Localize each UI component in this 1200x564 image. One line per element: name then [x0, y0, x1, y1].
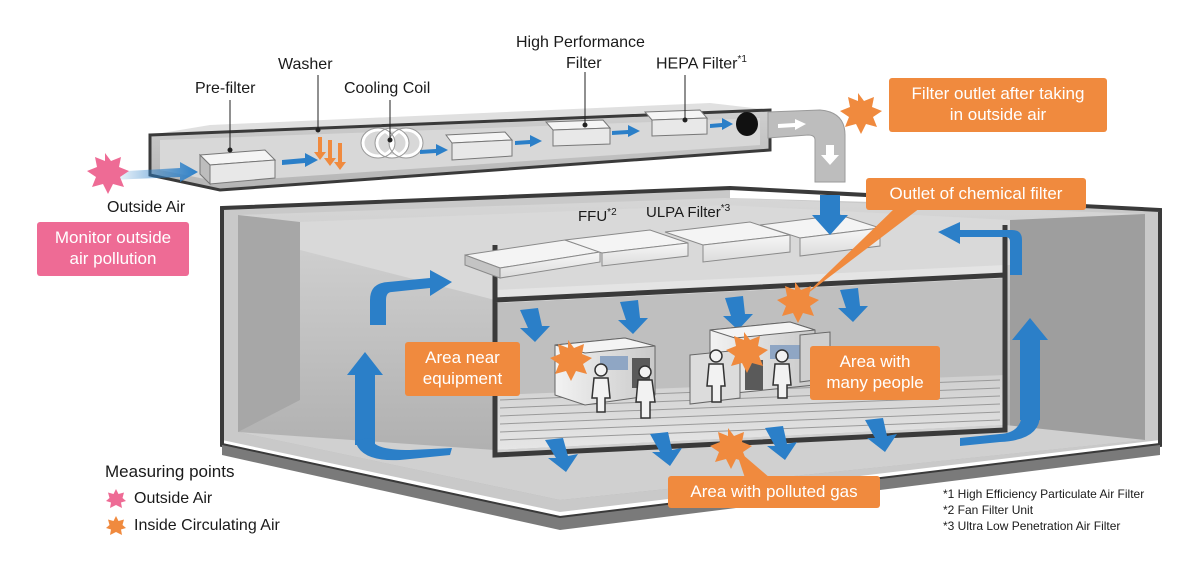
- inside-air-star-icon: [777, 282, 819, 323]
- inside-air-star-icon: [550, 340, 592, 381]
- hepa-filter-unit: [643, 109, 709, 137]
- return-air-arrow: [938, 222, 1022, 275]
- left-side-wall: [238, 215, 300, 432]
- ffu-text: FFU: [578, 208, 608, 225]
- supply-duct: [767, 109, 846, 183]
- ulpa-filter-1: [664, 221, 791, 263]
- legend-outside-label: Outside Air: [134, 490, 213, 507]
- airflow-arrow: [545, 438, 578, 472]
- cooling-coil: [361, 128, 423, 158]
- return-air-arrow: [355, 438, 452, 461]
- polluted-gas-callout: Area with polluted gas: [668, 476, 880, 508]
- airflow-arrow: [710, 118, 733, 130]
- callout-line: air pollution: [69, 249, 157, 268]
- airflow-arrow: [723, 296, 753, 330]
- pointer-chemical-filter: [803, 208, 920, 297]
- ffu-label: FFU*2: [578, 207, 617, 226]
- legend-inside-label: Inside Circulating Air: [134, 517, 280, 534]
- outlet-arrow: [778, 119, 806, 130]
- worker-person-icon: [706, 349, 726, 403]
- hepa-filter-text: HEPA Filter: [656, 55, 738, 73]
- inside-air-star-icon: [710, 428, 752, 469]
- high-performance-label-line1: High Performance: [516, 34, 645, 51]
- outside-air-label: Outside Air: [107, 199, 186, 216]
- return-air-arrow: [960, 415, 1040, 446]
- callout-line: Area near: [425, 348, 500, 368]
- airflow-arrow: [812, 195, 848, 235]
- workers: [591, 349, 792, 419]
- callout-line: Area with: [839, 352, 911, 372]
- airflow-arrow: [618, 300, 648, 334]
- callout-line: in outside air: [949, 105, 1047, 124]
- footnote-hepa: *1 High Efficiency Particulate Air Filte…: [943, 487, 1145, 501]
- outside-air-star-icon: [87, 153, 129, 194]
- airflow-arrow: [282, 153, 318, 167]
- callout-line: many people: [826, 373, 924, 392]
- high-performance-label-line2: Filter: [566, 55, 602, 72]
- airflow-arrow: [520, 308, 550, 342]
- pre-filter-label: Pre-filter: [195, 80, 256, 97]
- lower-plenum-floor: [238, 425, 1145, 500]
- footnote-ffu: *2 Fan Filter Unit: [943, 503, 1034, 517]
- airflow-arrow: [420, 144, 448, 156]
- airflow-arrow: [650, 432, 682, 466]
- callout-line: equipment: [422, 369, 503, 388]
- ffu-filter-1: [464, 239, 601, 279]
- pre-filter-unit: [198, 149, 277, 186]
- worker-person-icon: [591, 363, 611, 413]
- return-air-arrow: [347, 352, 383, 445]
- washer-label: Washer: [278, 56, 333, 73]
- return-air-arrow: [370, 270, 452, 325]
- ulpa-filter-footnote-mark: *3: [720, 203, 731, 214]
- airflow-arrow: [765, 426, 797, 460]
- callout-line: Outlet of chemical filter: [889, 183, 1063, 203]
- building-base: [222, 445, 1160, 530]
- cleanroom-frame: [492, 272, 1008, 458]
- cooling-coil-outline: [360, 127, 424, 159]
- airflow-arrow: [865, 418, 897, 452]
- right-side-wall: [1010, 214, 1145, 440]
- hepa-filter-label: HEPA Filter*1: [656, 54, 747, 74]
- legend-outside-air: Outside Air: [106, 489, 212, 509]
- footnote-ulpa: *3 Ultra Low Penetration Air Filter: [943, 519, 1121, 533]
- worker-person-icon: [635, 365, 656, 419]
- ulpa-filter-label: ULPA Filter*3: [646, 203, 730, 222]
- monitor-outside-air-callout: Monitor outside air pollution: [37, 222, 189, 276]
- callout-line: Area with polluted gas: [690, 481, 858, 501]
- mid-filter-unit: [445, 131, 514, 161]
- outlet-arrow: [821, 145, 839, 165]
- airflow-arrow: [838, 288, 868, 322]
- ffu-footnote-mark: *2: [607, 207, 617, 218]
- pink-star-icon: [106, 489, 126, 508]
- inside-air-star-icon: [840, 93, 882, 134]
- orange-star-icon: [106, 516, 126, 535]
- hepa-filter-footnote-mark: *1: [737, 54, 747, 65]
- ffu-filter-2: [564, 229, 689, 267]
- airflow-arrow: [515, 135, 542, 147]
- near-equipment-callout: Area near equipment: [405, 342, 520, 396]
- legend-inside-air: Inside Circulating Air: [106, 516, 280, 536]
- ceiling-filters: [464, 214, 881, 279]
- ulpa-filter-text: ULPA Filter: [646, 204, 721, 221]
- air-handling-unit: [148, 103, 846, 192]
- washer-spray: [314, 137, 346, 170]
- callout-line: Monitor outside: [54, 228, 172, 248]
- worker-person-icon: [772, 349, 792, 399]
- legend-title: Measuring points: [105, 462, 235, 481]
- inside-air-star-icon: [726, 332, 768, 373]
- label-leaders: [227, 72, 688, 153]
- airflow-arrow: [612, 125, 640, 137]
- high-performance-filter-unit: [544, 119, 612, 147]
- return-air-arrow: [1012, 318, 1048, 420]
- callout-line: Filter outlet after taking: [911, 84, 1085, 104]
- cooling-coil-label: Cooling Coil: [344, 80, 431, 97]
- airflow-arrow: [110, 162, 198, 182]
- measuring-points: [87, 93, 882, 469]
- chemical-filter-callout: Outlet of chemical filter: [866, 178, 1086, 210]
- filter-outlet-callout: Filter outlet after taking in outside ai…: [889, 78, 1107, 132]
- many-people-callout: Area with many people: [810, 346, 940, 400]
- fan-outlet: [736, 112, 758, 136]
- airflow-arrows: [110, 118, 1048, 472]
